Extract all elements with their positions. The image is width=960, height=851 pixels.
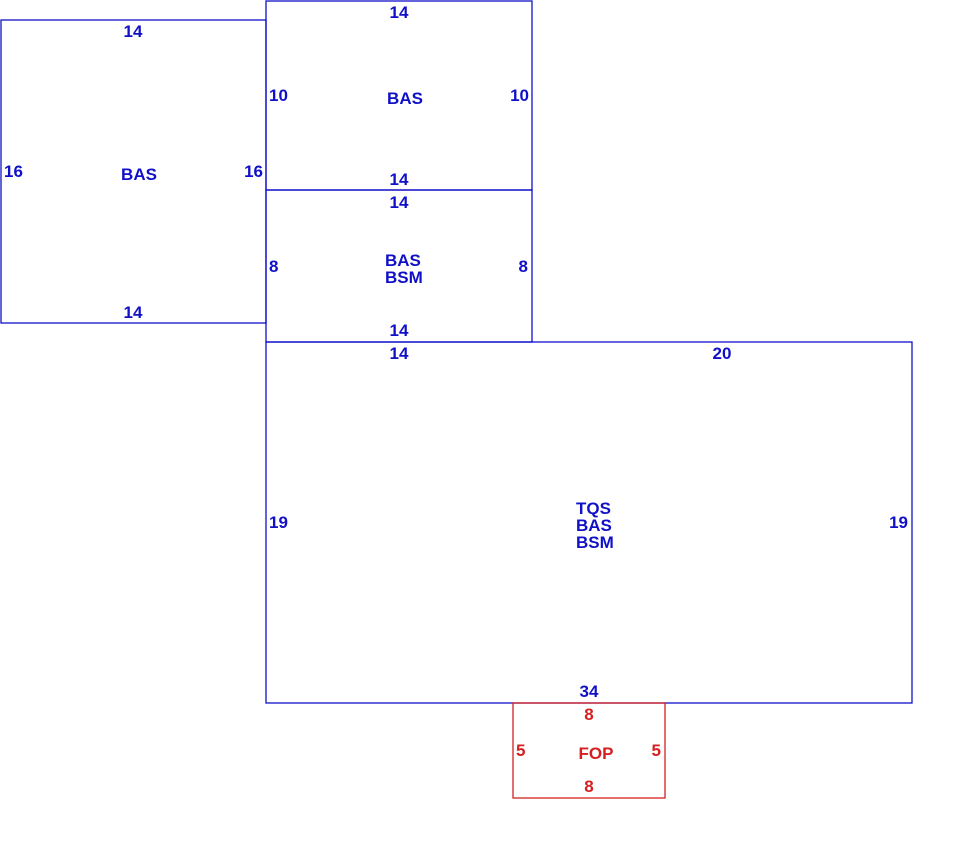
room-main-dim-right: 19 — [889, 513, 908, 532]
room-main-code-3: BSM — [576, 533, 614, 552]
room-middle: 14 14 8 8 BAS BSM — [265, 189, 533, 343]
room-top-middle-dim-bottom: 14 — [390, 170, 409, 189]
room-top-middle-dim-top: 14 — [390, 3, 409, 22]
room-left-dim-top: 14 — [124, 22, 143, 41]
room-porch-dim-bottom: 8 — [584, 777, 593, 796]
room-middle-dim-left: 8 — [269, 257, 278, 276]
room-porch-dim-right: 5 — [652, 741, 661, 760]
room-porch-dim-top: 8 — [584, 705, 593, 724]
room-main-code-1: TQS — [576, 499, 611, 518]
room-middle-dim-top: 14 — [390, 193, 409, 212]
room-main-dim-top-right: 20 — [713, 344, 732, 363]
room-porch: 8 8 5 5 FOP — [512, 702, 666, 799]
room-top-middle-dim-right: 10 — [510, 86, 529, 105]
room-main-dim-bottom: 34 — [580, 682, 599, 701]
room-middle-code-1: BAS — [385, 251, 421, 270]
room-porch-dim-left: 5 — [516, 741, 525, 760]
room-left-code-1: BAS — [121, 165, 157, 184]
room-porch-outline — [512, 702, 666, 799]
room-middle-code-2: BSM — [385, 268, 423, 287]
room-left-dim-left: 16 — [4, 162, 23, 181]
room-main-dim-top-left: 14 — [390, 344, 409, 363]
room-left-dim-bottom: 14 — [124, 303, 143, 322]
room-left: 14 14 16 16 BAS — [0, 19, 267, 324]
room-main-dim-left: 19 — [269, 513, 288, 532]
room-top-middle-code-1: BAS — [387, 89, 423, 108]
room-top-middle-dim-left: 10 — [269, 86, 288, 105]
room-porch-code-1: FOP — [579, 744, 614, 763]
room-main: 14 20 34 19 19 TQS BAS BSM — [265, 341, 913, 704]
room-main-code-2: BAS — [576, 516, 612, 535]
room-top-middle: 14 14 10 10 BAS — [265, 0, 533, 191]
room-middle-dim-bottom: 14 — [390, 321, 409, 340]
room-left-dim-right: 16 — [244, 162, 263, 181]
room-middle-dim-right: 8 — [519, 257, 528, 276]
